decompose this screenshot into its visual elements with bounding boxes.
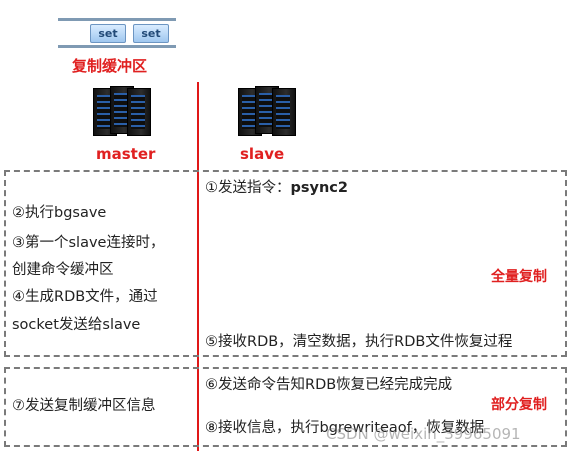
full-sync-tag: 全量复制 xyxy=(491,269,547,285)
step3-text-line2: 创建命令缓冲区 xyxy=(12,262,114,278)
master-server-icon xyxy=(93,86,153,138)
step1-text: ①发送指令：psync2 xyxy=(205,176,348,197)
master-slave-divider xyxy=(197,82,199,451)
buffer-top-line xyxy=(58,18,176,21)
master-label: master xyxy=(96,145,156,163)
partial-sync-tag: 部分复制 xyxy=(491,397,547,413)
step7-text: ⑦发送复制缓冲区信息 xyxy=(12,398,156,414)
full-sync-frame xyxy=(4,170,567,357)
buffer-bottom-line xyxy=(58,45,176,48)
step4-text-line1: ④生成RDB文件，通过 xyxy=(12,289,158,305)
step6-text: ⑥发送命令告知RDB恢复已经完成完成 xyxy=(205,377,453,393)
partial-sync-frame xyxy=(4,367,567,447)
slave-label: slave xyxy=(240,145,285,163)
step8-text: ⑧接收信息，执行bgrewriteaof，恢复数据 xyxy=(205,420,485,436)
buffer-label: 复制缓冲区 xyxy=(72,57,148,75)
step3-text-line1: ③第一个slave连接时， xyxy=(12,235,165,251)
step4-text-line2: socket发送给slave xyxy=(12,317,141,333)
buffer-cell-set: set xyxy=(90,24,126,43)
watermark-text: CSDN @weixin_39965091 xyxy=(326,425,521,443)
step5-text: ⑤接收RDB，清空数据，执行RDB文件恢复过程 xyxy=(205,334,513,350)
replication-buffer: set set xyxy=(58,18,176,48)
slave-server-icon xyxy=(238,86,298,138)
buffer-cell-set: set xyxy=(133,24,169,43)
step2-text: ②执行bgsave xyxy=(12,205,107,221)
step1-command: psync2 xyxy=(290,180,348,196)
step1-label: ①发送指令： xyxy=(205,180,291,196)
